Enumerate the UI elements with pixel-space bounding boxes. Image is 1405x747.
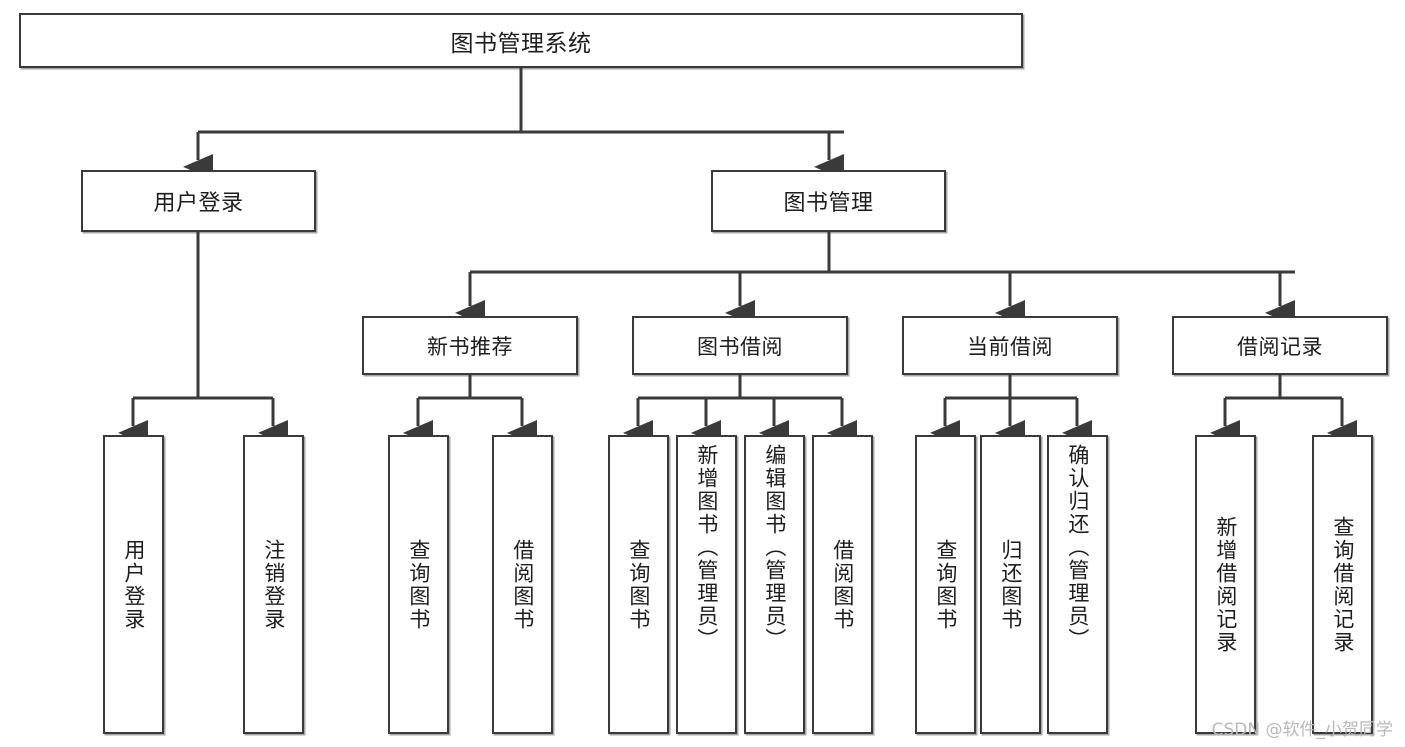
node-book-borrow-label: 图书借阅 (697, 334, 783, 359)
node-leaf-add-book[interactable]: 新增图书（管理员） (676, 435, 737, 734)
node-root-label: 图书管理系统 (450, 30, 592, 57)
node-leaf-add-book-label: 新增图书（管理员） (694, 444, 719, 651)
node-leaf-edit-book[interactable]: 编辑图书（管理员） (744, 435, 805, 734)
node-leaf-return-book[interactable]: 归还图书 (980, 435, 1041, 734)
node-leaf-query-record-label: 查询借阅记录 (1330, 515, 1355, 654)
node-leaf-add-record-label: 新增借阅记录 (1213, 515, 1238, 654)
node-leaf-query-book-3[interactable]: 查询图书 (915, 435, 976, 734)
node-new-book-recommend-label: 新书推荐 (427, 334, 513, 359)
node-borrow-record-label: 借阅记录 (1237, 334, 1323, 359)
node-leaf-query-record[interactable]: 查询借阅记录 (1312, 435, 1373, 734)
watermark: CSDN @软件_小贺同学 (1211, 720, 1393, 740)
node-leaf-query-book-1[interactable]: 查询图书 (388, 435, 449, 734)
node-book-manage[interactable]: 图书管理 (711, 170, 946, 232)
node-leaf-query-book-3-label: 查询图书 (933, 538, 958, 631)
node-root[interactable]: 图书管理系统 (19, 13, 1023, 68)
node-leaf-user-login-label: 用户登录 (121, 538, 146, 631)
node-leaf-borrow-book-2[interactable]: 借阅图书 (812, 435, 873, 734)
node-leaf-confirm-return-label: 确认归还（管理员） (1065, 444, 1090, 651)
node-leaf-borrow-book-1-label: 借阅图书 (510, 538, 535, 631)
node-book-manage-label: 图书管理 (783, 191, 874, 216)
node-leaf-confirm-return[interactable]: 确认归还（管理员） (1047, 435, 1108, 734)
node-new-book-recommend[interactable]: 新书推荐 (362, 316, 578, 375)
node-leaf-add-record[interactable]: 新增借阅记录 (1195, 435, 1256, 734)
node-current-borrow[interactable]: 当前借阅 (902, 316, 1118, 375)
node-user-login[interactable]: 用户登录 (81, 170, 316, 232)
node-current-borrow-label: 当前借阅 (967, 334, 1053, 359)
node-leaf-logout-login[interactable]: 注销登录 (243, 435, 304, 734)
node-leaf-user-login[interactable]: 用户登录 (103, 435, 164, 734)
node-borrow-record[interactable]: 借阅记录 (1172, 316, 1388, 375)
node-leaf-logout-login-label: 注销登录 (261, 538, 286, 631)
node-user-login-label: 用户登录 (153, 191, 244, 216)
node-leaf-query-book-1-label: 查询图书 (406, 538, 431, 631)
node-leaf-borrow-book-2-label: 借阅图书 (830, 538, 855, 631)
node-leaf-edit-book-label: 编辑图书（管理员） (762, 444, 787, 651)
node-leaf-borrow-book-1[interactable]: 借阅图书 (492, 435, 553, 734)
node-leaf-query-book-2[interactable]: 查询图书 (608, 435, 669, 734)
node-leaf-return-book-label: 归还图书 (998, 538, 1023, 631)
node-book-borrow[interactable]: 图书借阅 (632, 316, 848, 375)
node-leaf-query-book-2-label: 查询图书 (626, 538, 651, 631)
